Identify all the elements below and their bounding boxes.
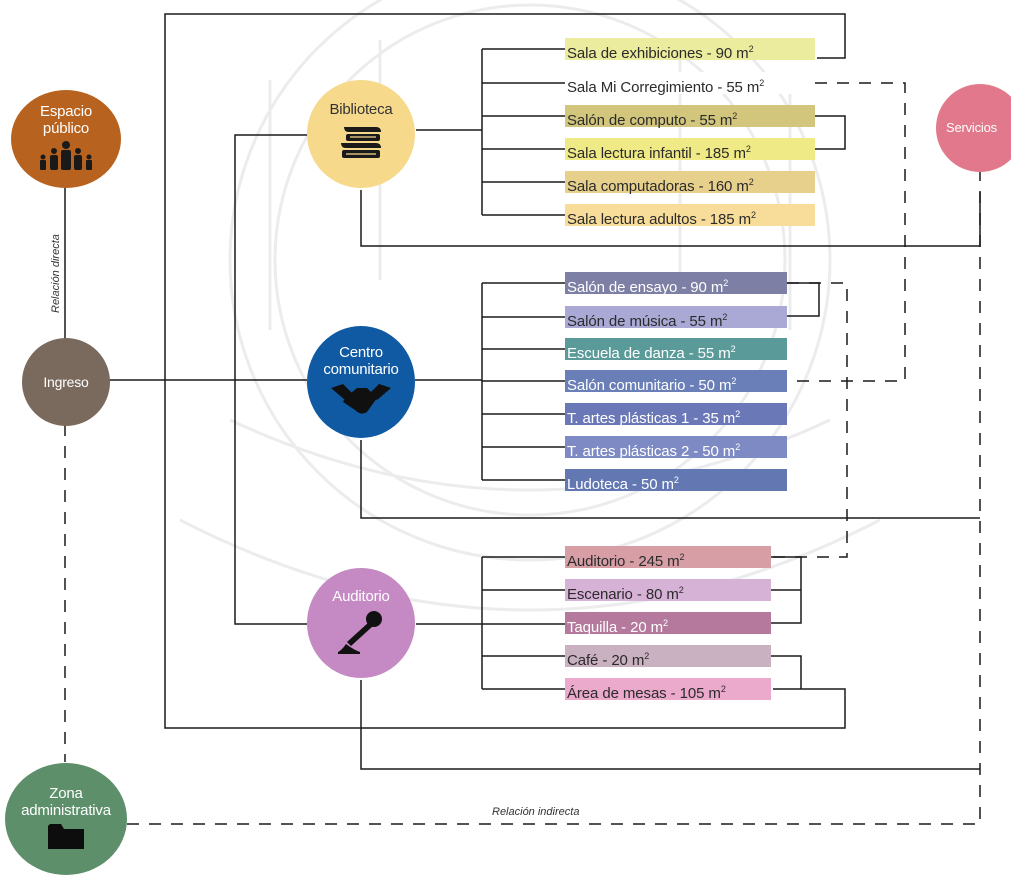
node-label: Centro comunitario: [323, 343, 399, 378]
indirect-ensayo-auditorio: [771, 282, 848, 558]
people-icon: [37, 141, 95, 175]
room-box: T. artes plásticas 1 - 35 m2: [565, 403, 787, 427]
room-label: Taquilla - 20 m: [567, 619, 664, 636]
room-label: Área de mesas - 105 m: [567, 685, 721, 702]
room-label: Sala computadoras - 160 m: [567, 178, 749, 195]
room-label: Escenario - 80 m: [567, 586, 679, 603]
room-label: Salón de ensayo - 90 m: [567, 279, 724, 296]
room-area-exponent: 2: [678, 585, 684, 595]
room-box: Sala de exhibiciones - 90 m2: [565, 38, 815, 62]
room-label: Sala lectura adultos - 185 m: [567, 211, 751, 228]
room-box: Sala lectura adultos - 185 m2: [565, 204, 815, 228]
room-area-exponent: 2: [748, 177, 754, 187]
link-top-loop: [164, 13, 846, 380]
room-area-exponent: 2: [730, 344, 736, 354]
room-box: Ludoteca - 50 m2: [565, 469, 787, 493]
node-ingreso: Ingreso: [22, 338, 110, 426]
link-computo-infantil: [815, 115, 846, 150]
room-label: Salón de computo - 55 m: [567, 112, 733, 129]
room-label: Sala lectura infantil - 185 m: [567, 145, 746, 162]
books-icon: [338, 123, 384, 167]
node-label: Auditorio: [332, 588, 390, 606]
indirect-zona-servicios: [127, 160, 981, 825]
link-ensayo-musica: [787, 282, 820, 317]
room-box: Auditorio - 245 m2: [565, 546, 771, 570]
node-servicios: Servicios: [936, 84, 1011, 172]
node-label: Espacio público: [40, 102, 92, 137]
room-label: T. artes plásticas 1 - 35 m: [567, 410, 736, 427]
room-area-exponent: 2: [722, 312, 728, 322]
link-biblioteca-auditorio: [234, 134, 307, 625]
node-label: Servicios: [946, 119, 997, 135]
room-area-exponent: 2: [673, 475, 679, 485]
room-label: Sala de exhibiciones - 90 m: [567, 45, 749, 62]
room-box: T. artes plásticas 2 - 50 m2: [565, 436, 787, 460]
room-area-exponent: 2: [663, 618, 668, 628]
room-label: Ludoteca - 50 m: [567, 476, 674, 493]
room-area-exponent: 2: [735, 442, 741, 452]
node-auditorio: Auditorio: [307, 568, 415, 678]
microphone-icon: [336, 610, 386, 658]
node-zona-administrativa: Zona administrativa: [5, 763, 127, 875]
room-area-exponent: 2: [759, 78, 765, 88]
room-box: Salón de ensayo - 90 m2: [565, 272, 787, 296]
direct-relation-label: Relación directa: [50, 234, 62, 313]
node-label: Biblioteca: [329, 101, 393, 119]
room-box: Sala computadoras - 160 m2: [565, 171, 815, 195]
room-box: Taquilla - 20 m2: [565, 612, 771, 636]
room-area-exponent: 2: [723, 278, 729, 288]
indirect-mi-corregimiento-comunitario: [787, 82, 906, 382]
room-area-exponent: 2: [720, 684, 726, 694]
node-biblioteca: Biblioteca: [307, 80, 415, 188]
room-box: Área de mesas - 105 m2: [565, 678, 771, 702]
room-area-exponent: 2: [679, 552, 685, 562]
room-box: Escuela de danza - 55 m2: [565, 338, 787, 362]
node-label: Zona administrativa: [21, 784, 111, 819]
room-area-exponent: 2: [745, 144, 751, 154]
room-area-exponent: 2: [750, 210, 756, 220]
room-area-exponent: 2: [735, 409, 741, 419]
link-cafe-mesas: [771, 655, 802, 689]
room-label: Auditorio - 245 m: [567, 553, 680, 570]
room-label: Sala Mi Corregimiento - 55 m: [567, 79, 760, 96]
room-area-exponent: 2: [644, 651, 650, 661]
node-espacio-publico: Espacio público: [11, 90, 121, 188]
room-box: Salón comunitario - 50 m2: [565, 370, 787, 394]
room-box: Sala lectura infantil - 185 m2: [565, 138, 815, 162]
room-label: Salón comunitario - 50 m: [567, 377, 732, 394]
room-box: Salón de música - 55 m2: [565, 306, 787, 330]
handshake-icon: [331, 382, 391, 420]
room-box: Café - 20 m2: [565, 645, 771, 669]
indirect-relation-label: Relación indirecta: [492, 806, 580, 818]
link-centro-servicios: [360, 440, 980, 519]
room-label: Escuela de danza - 55 m: [567, 345, 731, 362]
room-area-exponent: 2: [731, 376, 737, 386]
link-bottom-loop: [164, 380, 846, 729]
room-box: Escenario - 80 m2: [565, 579, 771, 603]
folder-icon: [48, 823, 84, 853]
room-area-exponent: 2: [748, 44, 754, 54]
room-label: T. artes plásticas 2 - 50 m: [567, 443, 736, 460]
room-label: Salón de música - 55 m: [567, 313, 723, 330]
room-label: Café - 20 m: [567, 652, 645, 669]
room-area-exponent: 2: [732, 111, 738, 121]
room-box: Salón de computo - 55 m2: [565, 105, 815, 129]
room-box: Sala Mi Corregimiento - 55 m2: [565, 72, 815, 96]
link-auditorio-servicios: [360, 680, 980, 770]
node-centro-comunitario: Centro comunitario: [307, 326, 415, 438]
node-label: Ingreso: [43, 373, 89, 390]
